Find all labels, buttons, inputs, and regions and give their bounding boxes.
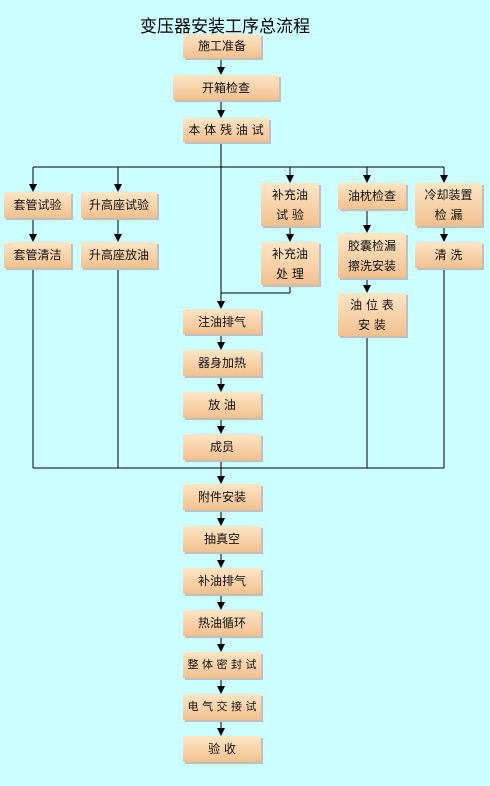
step-accessory-installation: 附件安装 [183,484,261,510]
step-vacuum-pumping: 抽真空 [183,526,261,552]
step-drain-oil: 放 油 [183,392,261,418]
step-oil-level-gauge-install: 油 位 表 安 装 [338,293,406,336]
step-supplement-oil-treatment: 补充油 处 理 [261,242,319,285]
step-conservator-inspection: 油枕检查 [338,183,406,209]
step-turret-test: 升高座试验 [81,192,157,218]
step-cooler-leak-check: 冷却装置 检 漏 [415,183,482,226]
step-hot-oil-circulation: 热油循环 [183,610,261,636]
step-topping-oil-venting: 补油排气 [183,568,261,594]
step-turret-drain-oil: 升高座放油 [81,242,157,268]
step-acceptance: 验 收 [183,736,261,762]
step-core-heating: 器身加热 [183,350,261,376]
step-oil-filling-venting: 注油排气 [183,309,261,334]
step-bushing-test: 套管试验 [4,192,71,218]
diagram-title: 变压器安装工序总流程 [140,17,310,37]
step-construction-preparation: 施工准备 [183,34,261,58]
step-unpacking-inspection: 开箱检查 [173,75,279,100]
step-bushing-cleaning: 套管清洁 [4,242,71,268]
step-cooler-cleaning: 清 洗 [415,242,482,268]
step-bladder-leak-check: 胶囊检漏 擦洗安装 [338,233,406,278]
step-completion: 成员 [183,434,261,460]
step-residual-oil-test: 本 体 残 油 试 [183,118,269,142]
step-overall-seal-test: 整 体 密 封 试 [183,652,261,678]
step-electrical-handover-test: 电 气 交 接 试 [183,694,261,720]
step-supplement-oil-test: 补充油 试 验 [261,183,319,226]
